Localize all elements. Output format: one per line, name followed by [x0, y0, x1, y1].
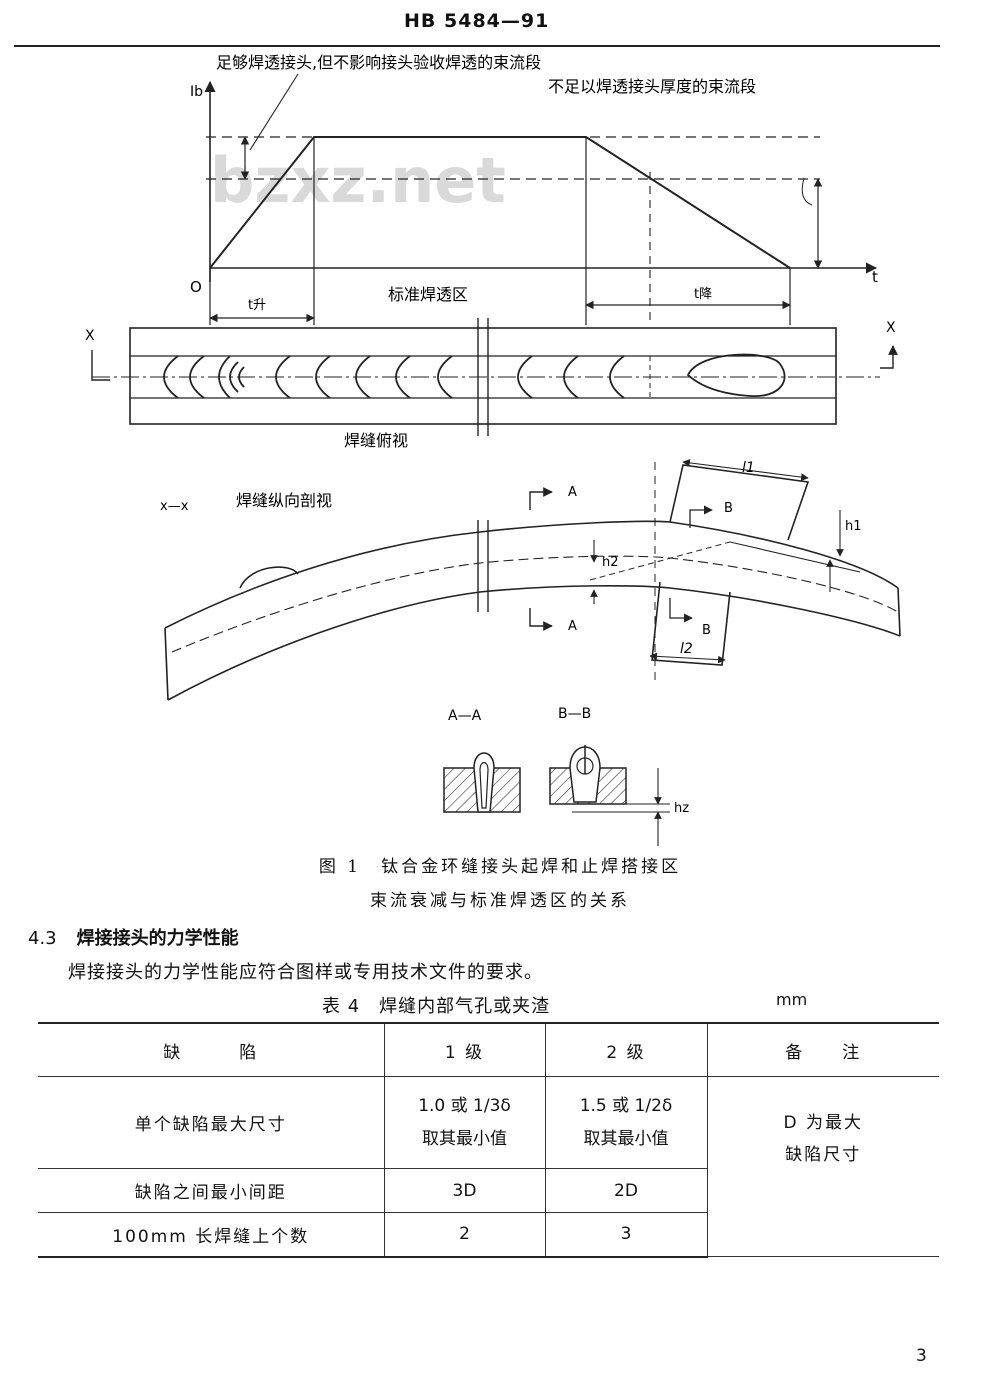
standard-code: HB 5484—91 — [404, 10, 550, 32]
top-view-label: 焊缝俯视 — [344, 431, 408, 450]
cut-x-left: X — [85, 328, 95, 344]
page-number: 3 — [916, 1346, 927, 1366]
section-aa-label: A—A — [448, 708, 482, 724]
right-label: 不足以焊透接头厚度的束流段 — [548, 77, 756, 96]
table-title: 表 4 焊缝内部气孔或夹渣 — [322, 996, 551, 1017]
dim-h2: h2 — [602, 555, 619, 570]
top-label: 足够焊透接头,但不影响接头验收焊透的束流段 — [216, 53, 541, 72]
section-bb-label: B—B — [558, 706, 591, 722]
section-mark: x—x — [160, 499, 189, 514]
top-label-leader — [249, 73, 299, 151]
cut-a-top: A — [568, 485, 577, 500]
grade1-qualifier: 取其最小值 — [422, 1128, 507, 1149]
section-number: 4.3 — [28, 928, 57, 949]
table-row: 100mm 长焊缝上个数 2 3 — [38, 1212, 939, 1258]
weld-longitudinal-section — [164, 459, 901, 701]
header-defect: 缺 陷 — [38, 1022, 385, 1077]
defect-name: 缺陷之间最小间距 — [38, 1168, 385, 1213]
header-note: 备 注 — [706, 1022, 939, 1077]
defect-name: 单个缺陷最大尺寸 — [38, 1076, 385, 1169]
defect-name: 100mm 长焊缝上个数 — [38, 1212, 385, 1258]
figure-caption-line1: 图 1 钛合金环缝接头起焊和止焊搭接区 — [318, 857, 682, 877]
section-title: 焊接接头的力学性能 — [76, 928, 239, 949]
dim-hz: hz — [674, 801, 689, 816]
table-unit: mm — [776, 990, 808, 1009]
beam-current-graph — [204, 73, 878, 325]
x-axis-label: t — [872, 268, 878, 286]
dim-h1: h1 — [845, 519, 862, 534]
grade2-qualifier: 取其最小值 — [583, 1128, 669, 1149]
section-view-label: 焊缝纵向剖视 — [236, 491, 332, 510]
cut-x-right: X — [886, 320, 896, 336]
grade1-cell: 1.0 或 1/3δ 取其最小值 — [383, 1076, 546, 1169]
dim-l1: l1 — [742, 460, 755, 476]
cross-section-bb — [549, 745, 670, 846]
note-cell: D 为最大 缺陷尺寸 — [706, 1076, 939, 1257]
origin-label: O — [190, 278, 202, 296]
grade1-value: 2 — [383, 1212, 546, 1258]
section-heading: 4.3 焊接接头的力学性能 — [28, 924, 239, 950]
figure-1: bzxz.net 足够焊透接头,但不影响接头验收焊透的束流段 不足以焊透接头厚度… — [85, 53, 901, 846]
weld-ripples — [163, 353, 786, 399]
table-row: 单个缺陷最大尺寸 1.0 或 1/3δ 取其最小值 1.5 或 1/2δ 取其最… — [38, 1076, 939, 1257]
cut-b-bottom: B — [702, 623, 711, 638]
page-header: HB 5484—91 — [0, 0, 1000, 48]
grade1-value: 1.0 或 1/3δ — [418, 1096, 511, 1117]
t-fall-label: t降 — [694, 287, 712, 302]
dim-l2: l2 — [680, 641, 693, 657]
t-rise-label: t升 — [248, 298, 266, 313]
watermark: bzxz.net — [210, 144, 506, 217]
y-axis-label: Ib — [190, 84, 203, 100]
header-rule — [14, 45, 940, 47]
table-row: 缺陷之间最小间距 3D 2D — [38, 1168, 939, 1213]
grade2-value: 1.5 或 1/2δ — [579, 1096, 673, 1117]
grade1-value: 3D — [383, 1168, 546, 1213]
figure-caption-line2: 束流衰减与标准焊透区的关系 — [370, 891, 630, 911]
cut-b-top: B — [724, 501, 733, 516]
cut-a-bottom: A — [568, 619, 577, 634]
weld-top-view — [91, 318, 898, 436]
table-header-row: 缺 陷 1 级 2 级 备 注 — [38, 1022, 939, 1077]
grade2-cell: 1.5 或 1/2δ 取其最小值 — [544, 1076, 708, 1169]
cross-section-aa — [443, 752, 521, 813]
standard-zone-label: 标准焊透区 — [388, 285, 468, 304]
section-body: 焊接接头的力学性能应符合图样或专用技术文件的要求。 — [68, 962, 543, 983]
grade2-value: 2D — [544, 1168, 708, 1213]
header-grade1: 1 级 — [383, 1022, 546, 1077]
defects-table: 缺 陷 1 级 2 级 备 注 单个缺陷最大尺寸 1.0 或 1/3δ 取其最小… — [38, 1022, 939, 1258]
grade2-value: 3 — [544, 1212, 708, 1258]
note-line1: D 为最大 — [783, 1113, 863, 1133]
note-line2: 缺陷尺寸 — [785, 1145, 862, 1166]
header-grade2: 2 级 — [544, 1022, 708, 1077]
